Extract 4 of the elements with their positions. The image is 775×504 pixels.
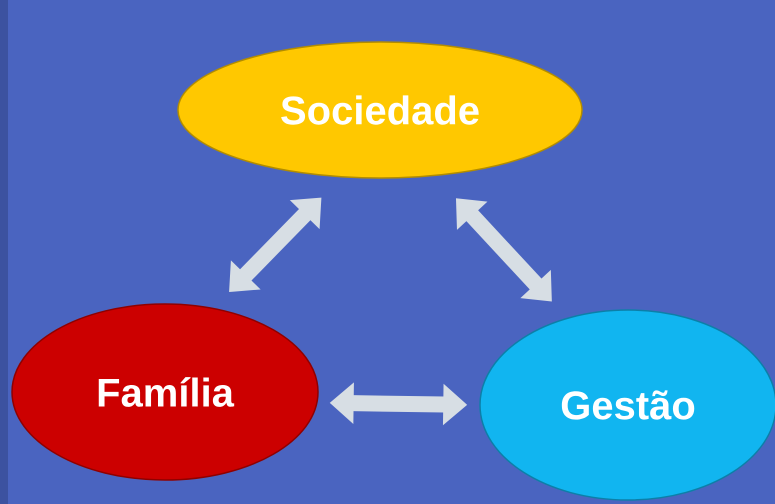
ellipse-node: Gestão (479, 309, 775, 501)
ellipse-node: Sociedade (177, 41, 583, 179)
double-arrow (229, 198, 322, 292)
ellipse-node: Família (11, 303, 319, 481)
